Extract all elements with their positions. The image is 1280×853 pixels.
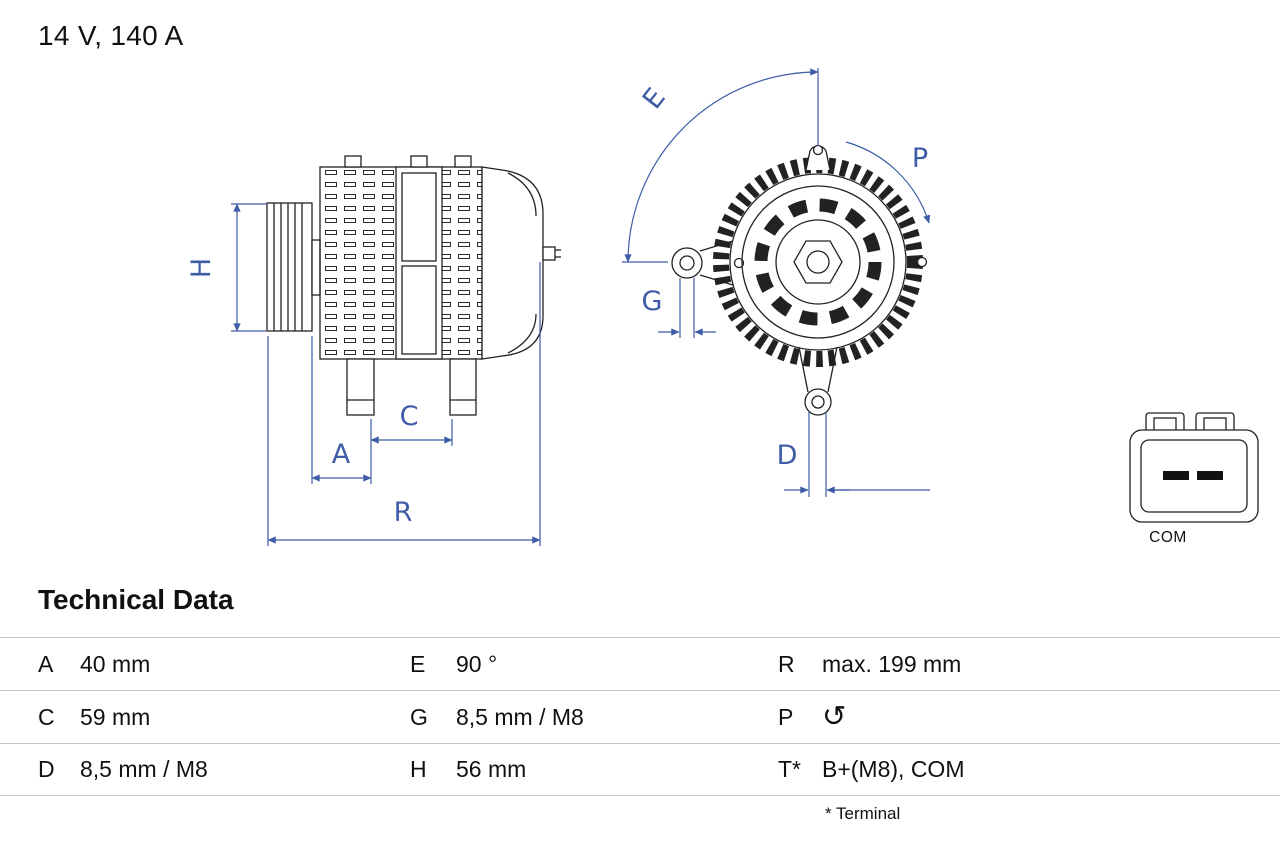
spec-value: 90 ° xyxy=(456,650,498,677)
dimension-lines xyxy=(231,68,931,546)
top-lug xyxy=(805,144,831,171)
mounting-feet xyxy=(346,358,477,416)
dim-label-a: A xyxy=(332,439,351,470)
spec-row: A 40 mm E 90 ° R max. 199 mm xyxy=(0,637,1280,690)
shaft-hex-nut xyxy=(793,240,843,284)
spec-key: P xyxy=(778,703,794,730)
dim-label-p: P xyxy=(912,143,928,174)
rotation-ccw-icon: ↺ xyxy=(822,699,847,733)
alternator-front-view xyxy=(671,144,928,416)
spec-key: D xyxy=(38,756,55,782)
alternator-side-view xyxy=(266,155,561,416)
dim-label-e: E xyxy=(637,83,672,116)
spec-value: B+(M8), COM xyxy=(822,756,965,782)
dim-label-h: H xyxy=(186,258,217,278)
dim-label-c: C xyxy=(400,401,419,432)
connector-pin xyxy=(1197,471,1223,480)
spec-key: A xyxy=(38,650,54,677)
spec-value: 40 mm xyxy=(80,650,151,677)
spec-value: 8,5 mm / M8 xyxy=(80,756,208,782)
connector-drawing xyxy=(1129,412,1259,523)
technical-data-table: A 40 mm E 90 ° R max. 199 mm C 59 mm G 8… xyxy=(0,637,1280,796)
dim-arc-e xyxy=(624,68,819,263)
spec-key: G xyxy=(410,703,428,730)
left-mounting-arm xyxy=(671,240,745,286)
dim-label-r: R xyxy=(394,497,413,528)
bottom-mounting-arm xyxy=(798,346,838,416)
fan-slot-ring xyxy=(754,198,882,326)
spec-key: C xyxy=(38,703,55,730)
connector-label: COM xyxy=(1149,529,1187,546)
right-ear-hole xyxy=(916,256,928,268)
spec-row: C 59 mm G 8,5 mm / M8 P ↺ xyxy=(0,690,1280,743)
terminal-footnote: * Terminal xyxy=(825,804,901,823)
rear-cover xyxy=(481,166,561,360)
technical-data-heading: Technical Data xyxy=(38,584,234,615)
housing xyxy=(319,155,483,360)
spec-value: 56 mm xyxy=(456,756,527,782)
rotation-direction-arc xyxy=(845,141,931,224)
spec-value: ↺ xyxy=(822,702,1280,732)
spec-key: R xyxy=(778,650,795,677)
spec-key: T* xyxy=(778,756,801,782)
spec-key: H xyxy=(410,756,427,782)
dim-label-d: D xyxy=(777,440,798,471)
spec-value: 8,5 mm / M8 xyxy=(456,703,584,730)
spec-value: max. 199 mm xyxy=(822,650,962,677)
spec-key: E xyxy=(410,650,426,677)
stator-fin-ring xyxy=(713,157,923,367)
technical-drawing: H A C R E G D P COM xyxy=(186,68,1259,546)
connector-pin xyxy=(1163,471,1189,480)
pulley xyxy=(266,202,321,332)
dim-label-g: G xyxy=(642,286,663,317)
page-title: 14 V, 140 A xyxy=(38,20,184,51)
spec-value: 59 mm xyxy=(80,703,151,730)
spec-row: D 8,5 mm / M8 H 56 mm T* B+(M8), COM xyxy=(0,743,1280,796)
